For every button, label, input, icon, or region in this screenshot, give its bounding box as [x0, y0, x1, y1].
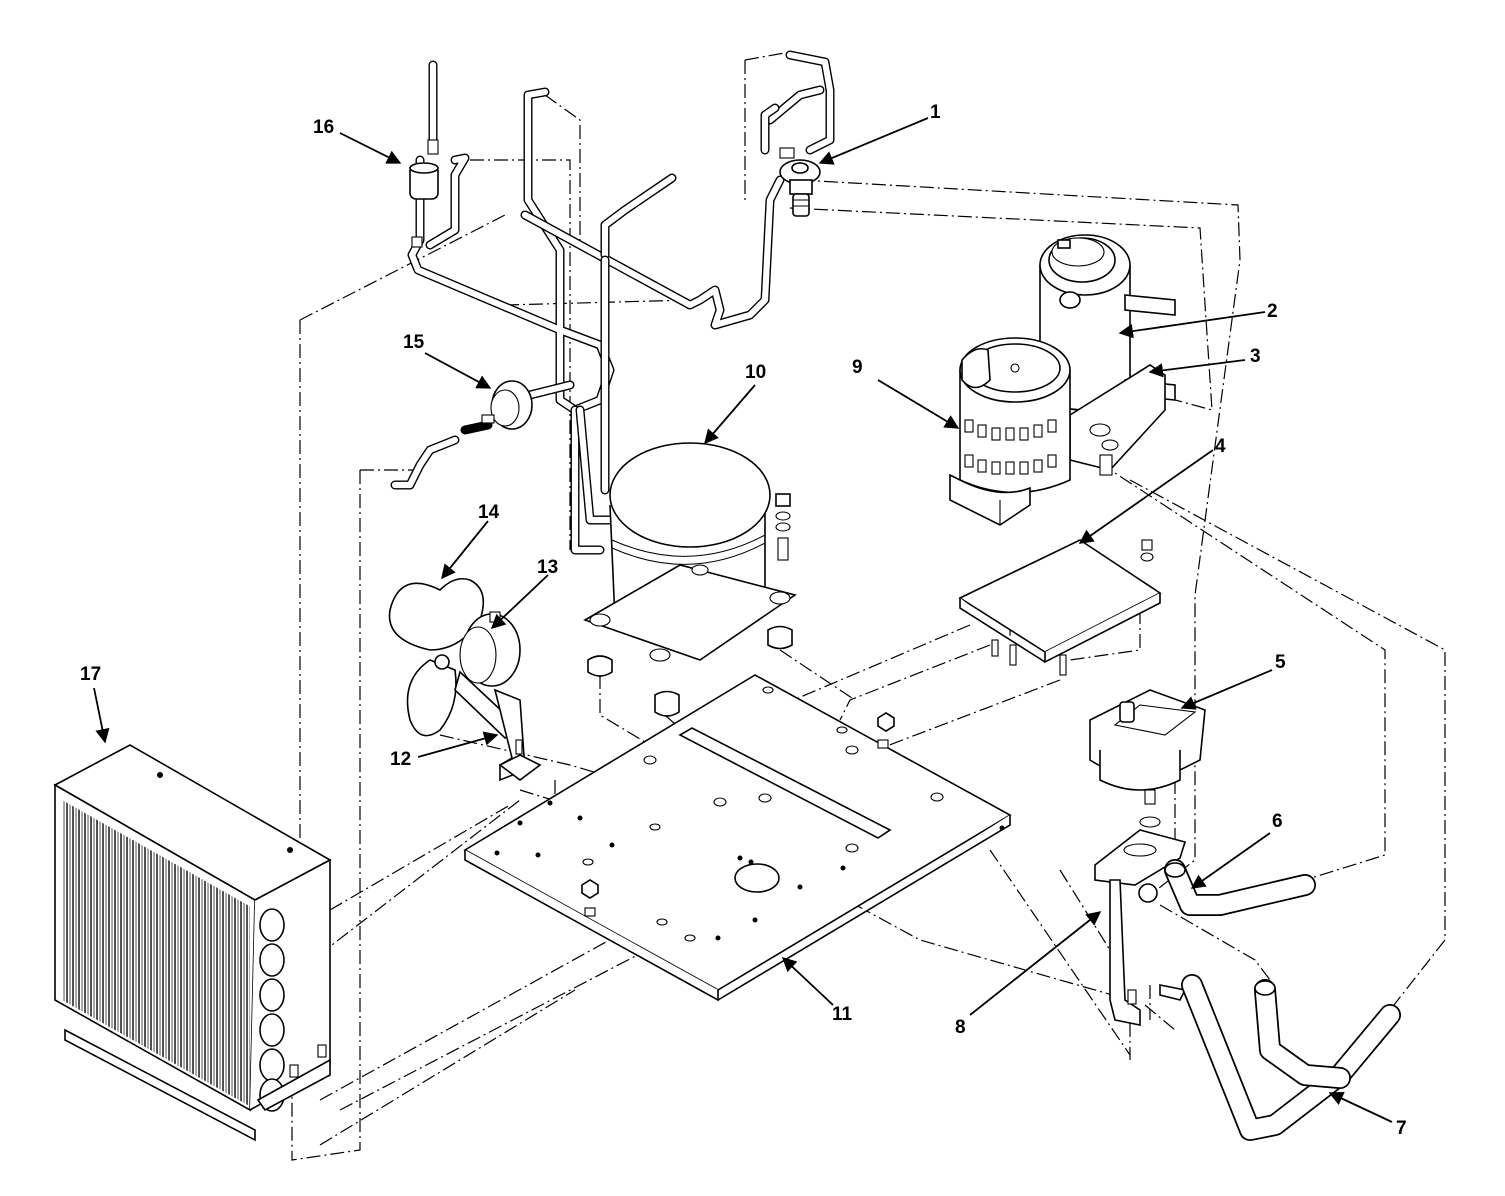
callout-12: 12	[390, 749, 411, 770]
part-17-condenser-coil	[53, 744, 332, 1142]
callout-14: 14	[478, 502, 500, 523]
part-7-y-hose	[1181, 974, 1401, 1141]
callout-11: 11	[832, 1004, 853, 1025]
part-9-motor	[949, 337, 1071, 526]
tubing-assembly	[390, 50, 835, 555]
callout-16: 16	[313, 117, 334, 138]
callout-13: 13	[537, 557, 558, 578]
motor-vent-slots	[964, 419, 1057, 475]
part-12-fan-bracket	[493, 688, 542, 782]
part-10-compressor	[583, 442, 797, 717]
part-11-base-plate	[463, 674, 1012, 1002]
part-15-filter-drier	[481, 380, 533, 430]
callout-numbers: 1 2 3 4 5 6 7 8 9 10 11 12 13 14 15 16 1…	[80, 102, 1407, 1139]
callout-10: 10	[745, 362, 766, 383]
callout-15: 15	[403, 332, 425, 353]
part-8-hose-bracket	[1094, 829, 1187, 1026]
callout-2: 2	[1267, 301, 1278, 322]
base-plate-holes	[494, 686, 1005, 942]
part-1-expansion-valve	[779, 147, 821, 217]
part-5-reservoir	[1089, 689, 1206, 828]
callout-8: 8	[955, 1017, 966, 1038]
part-13-fan-motor	[459, 611, 521, 687]
callout-5: 5	[1275, 652, 1286, 673]
part-14-fan-blade	[388, 577, 522, 740]
part-4-mount-plate	[958, 539, 1162, 676]
callout-3: 3	[1250, 346, 1261, 367]
callout-leaders	[93, 117, 1393, 1123]
callout-1: 1	[930, 102, 941, 123]
callout-6: 6	[1272, 811, 1283, 832]
callout-17: 17	[80, 664, 101, 685]
callout-9: 9	[852, 357, 863, 378]
part-16-sight-glass	[409, 139, 439, 248]
callout-7: 7	[1396, 1118, 1407, 1139]
part-6-hose	[1164, 859, 1316, 916]
callout-4: 4	[1215, 436, 1226, 457]
